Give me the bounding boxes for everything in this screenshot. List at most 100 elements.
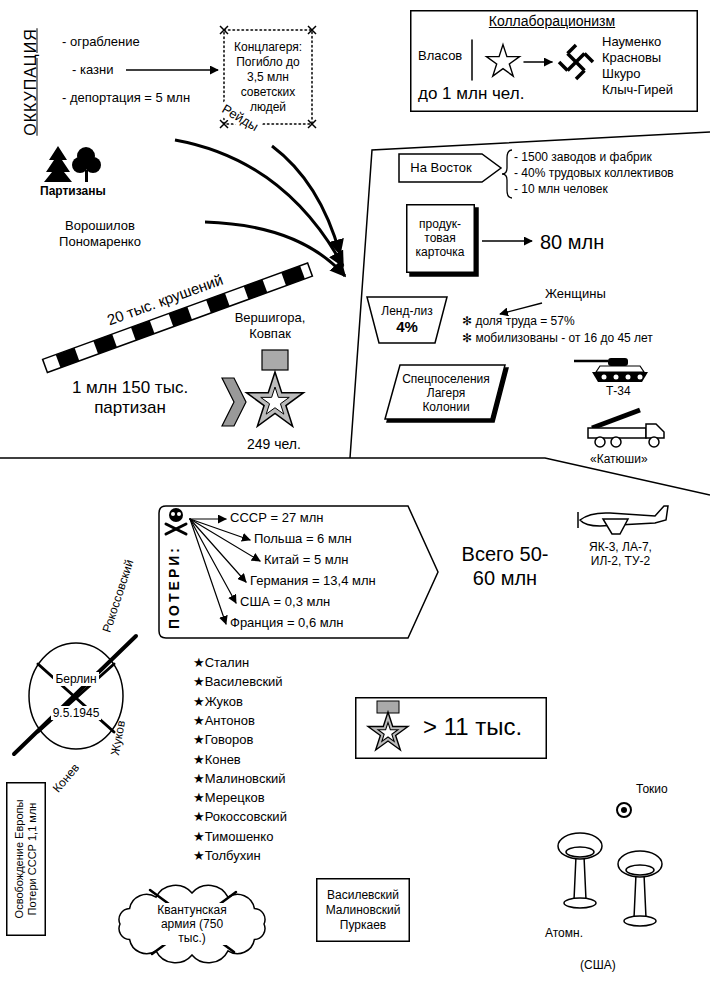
node-outline <box>399 154 501 182</box>
leader-line <box>190 518 226 519</box>
label-text: Конев <box>50 761 82 796</box>
label-text: - 10 млн человек <box>514 182 608 196</box>
railway-band <box>206 293 230 313</box>
node-text: На Восток <box>402 160 480 176</box>
node-text: продук- товая карточка <box>411 217 469 259</box>
label-text: ★Мерецков <box>193 790 265 806</box>
node-outline <box>411 11 698 112</box>
node-text: Власов <box>418 48 462 64</box>
commanders-box: Василевский Малиновский Пуркаев <box>316 878 410 942</box>
label-text: Вершигора, Ковпак <box>225 310 315 342</box>
star-symbol <box>486 45 519 76</box>
skull-symbol <box>177 512 181 516</box>
arrow-box: На Восток <box>398 153 502 183</box>
ration-card-box: продук- товая карточка <box>406 204 478 276</box>
node-text: Китай = 5 млн <box>264 552 349 568</box>
nuclear-cloud-icon <box>574 856 586 900</box>
node-outline <box>159 506 438 638</box>
railway-band <box>281 266 305 286</box>
tank-icon <box>592 372 648 382</box>
city-marker <box>617 803 631 817</box>
node-text: Освобождение Европы Потери СССР 1,1 млн <box>13 786 39 932</box>
nuclear-cloud-icon <box>558 833 602 859</box>
node-text: ПОТЕРИ: <box>166 545 183 629</box>
corner-cross <box>308 120 316 128</box>
brace <box>502 150 512 198</box>
skull-symbol <box>171 512 175 516</box>
node-text: США = 0,3 млн <box>240 594 330 610</box>
label-text: Всего 50-60 млн <box>455 542 555 590</box>
label-text: ★Говоров <box>193 732 253 748</box>
medal-icon <box>246 372 303 426</box>
raid-arrows <box>175 140 343 266</box>
nuclear-cloud-icon <box>558 833 602 908</box>
corner-cross <box>308 26 316 34</box>
leader-line <box>190 519 236 603</box>
plane-icon <box>578 506 668 534</box>
crossbones-symbol <box>166 524 186 534</box>
label-text: Женщины <box>545 286 606 302</box>
nuclear-cloud-icon <box>626 865 654 875</box>
city-marker <box>621 807 627 813</box>
label-text: ОККУПАЦИЯ <box>21 28 40 136</box>
corner-cross <box>220 120 228 128</box>
node-text: до 1 млн чел. <box>418 84 524 104</box>
medal-star <box>378 723 398 742</box>
node-outline <box>385 365 505 419</box>
label-text: ★Антонов <box>193 713 255 729</box>
label-text: - казни <box>72 62 113 78</box>
katyusha-icon <box>592 410 640 428</box>
leader-line <box>190 519 260 561</box>
medal-box: > 11 тыс. <box>355 697 547 759</box>
swastika-symbol <box>559 45 593 79</box>
node-outline <box>367 297 447 343</box>
label-text: 1 млн 150 тыс. партизан <box>55 378 205 418</box>
tank-icon <box>596 366 644 372</box>
label-text: ★Сталин <box>193 655 249 671</box>
raid-arrows <box>175 140 345 276</box>
katyusha-icon <box>649 437 659 447</box>
tank-icon <box>638 375 643 380</box>
medal-icon <box>261 387 290 414</box>
node-text: СССР = 27 млн <box>230 510 323 526</box>
label-text: ✻ мобилизованы - от 16 до 45 лет <box>462 331 653 345</box>
tank-icon <box>602 375 607 380</box>
node-text: > 11 тыс. <box>423 712 522 741</box>
nuclear-cloud-icon <box>624 916 656 926</box>
label-text: ★Жуков <box>193 694 243 710</box>
nuclear-cloud-icon <box>634 874 646 918</box>
arrow-line <box>500 303 542 314</box>
node-outline <box>7 783 46 936</box>
chevron-arrow <box>222 378 246 426</box>
label-text: «Катюши» <box>590 452 648 466</box>
losses-box: ПОТЕРИ: СССР = 27 млнПольша = 6 млнКитай … <box>158 505 440 639</box>
node-text: Франция = 0,6 млн <box>230 615 343 631</box>
tank-icon <box>574 360 608 363</box>
raid-arrows <box>205 222 345 276</box>
nuclear-cloud-icon <box>564 898 596 908</box>
katyusha-icon <box>595 437 605 447</box>
katyusha-icon <box>611 437 621 447</box>
railway-band <box>169 307 193 327</box>
leader-line <box>190 519 226 624</box>
label-text: (США) <box>580 958 616 972</box>
label-text: - 1500 заводов и фабрик <box>514 150 652 164</box>
node-text: Польша = 6 млн <box>254 531 352 547</box>
skull-symbol <box>169 508 183 522</box>
label-text: ★Василевский <box>193 674 283 690</box>
label-text: - ограбление <box>62 34 140 50</box>
node-text: Берлин <box>53 672 98 686</box>
label-text: Токио <box>636 782 668 796</box>
node-text: Германия = 13,4 млн <box>250 573 376 589</box>
plane-icon <box>577 512 579 528</box>
medal-icon <box>246 350 303 426</box>
node-text: Ленд-лиз <box>370 304 444 318</box>
label-text: Атомн. <box>545 926 583 940</box>
collaboration-box: КоллаборационизмВласовНауменко Красновы … <box>410 10 698 112</box>
plane-icon <box>603 519 628 534</box>
trees-icon <box>44 146 72 182</box>
node-text: Концлагеря: Погибло до 3,5 млн советских… <box>228 40 308 115</box>
label-text: - депортация = 5 млн <box>62 90 190 106</box>
crossbones-symbol <box>166 524 186 534</box>
